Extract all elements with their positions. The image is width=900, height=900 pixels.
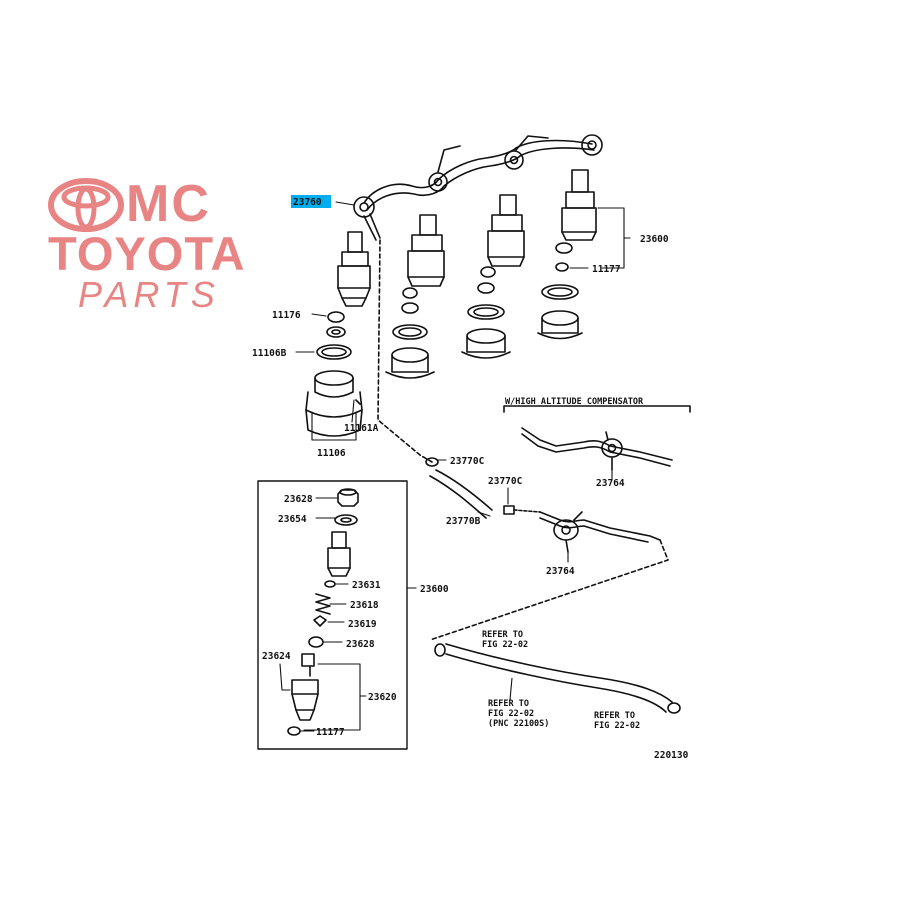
- injector-2: [385, 214, 445, 379]
- fuel-pipe-23764-upper: [521, 427, 673, 471]
- callout-11106B[interactable]: 11106B: [252, 348, 287, 359]
- note-high-altitude: W/HIGH ALTITUDE COMPENSATOR: [505, 397, 644, 407]
- note-refer-c-line2: FIG 22-02: [594, 721, 640, 731]
- note-refer-b-line3: (PNC 22100S): [488, 719, 549, 729]
- injector-3: [461, 194, 525, 359]
- note-refer-a-line1: REFER TO: [482, 630, 523, 640]
- callout-labels: 23760 23600 11177 11176 11106B 11161A 11…: [252, 197, 669, 738]
- callout-23624[interactable]: 23624: [262, 651, 291, 662]
- callout-11177-bot[interactable]: 11177: [316, 727, 345, 738]
- callout-11177-top[interactable]: 11177: [592, 264, 621, 275]
- note-refer-b-line2: FIG 22-02: [488, 709, 534, 719]
- callout-11176[interactable]: 11176: [272, 310, 301, 321]
- callout-23628-b[interactable]: 23628: [346, 639, 375, 650]
- fuel-pipe-23764-lower: [539, 511, 661, 553]
- callout-23600-top[interactable]: 23600: [640, 234, 669, 245]
- callout-23770C-b[interactable]: 23770C: [488, 476, 523, 487]
- diagram-notes: W/HIGH ALTITUDE COMPENSATOR REFER TO FIG…: [482, 397, 689, 761]
- fuel-hose-lower: [434, 643, 681, 714]
- toyota-emblem-icon: [48, 178, 124, 232]
- callout-23764-a[interactable]: 23764: [596, 478, 625, 489]
- logo-mc-text: MC: [126, 175, 211, 233]
- logo-parts-text: PARTS: [78, 274, 220, 315]
- injector-rear: [537, 169, 597, 340]
- callout-23770B[interactable]: 23770B: [446, 516, 481, 527]
- note-refer-b-line1: REFER TO: [488, 699, 529, 709]
- mc-toyota-parts-logo: MC TOYOTA PARTS: [48, 175, 245, 316]
- callout-11161A[interactable]: 11161A: [344, 423, 379, 434]
- callout-23628-a[interactable]: 23628: [284, 494, 313, 505]
- callout-11106[interactable]: 11106: [317, 448, 346, 459]
- figure-number: 220130: [654, 750, 689, 761]
- callout-23770C-a[interactable]: 23770C: [450, 456, 485, 467]
- injector-front: [305, 231, 371, 437]
- callout-23600-box[interactable]: 23600: [420, 584, 449, 595]
- callout-23618[interactable]: 23618: [350, 600, 379, 611]
- note-refer-a-line2: FIG 22-02: [482, 640, 528, 650]
- injector-exploded-parts: [287, 488, 359, 736]
- callout-23620[interactable]: 23620: [368, 692, 397, 703]
- note-refer-c-line1: REFER TO: [594, 711, 635, 721]
- highlight-23760: [291, 195, 331, 208]
- callout-23760[interactable]: 23760: [293, 197, 322, 208]
- callout-23619[interactable]: 23619: [348, 619, 377, 630]
- callout-23764-b[interactable]: 23764: [546, 566, 575, 577]
- logo-toyota-text: TOYOTA: [48, 227, 246, 280]
- callout-23654[interactable]: 23654: [278, 514, 307, 525]
- injection-pipe-assembly: [353, 134, 603, 241]
- callout-23631[interactable]: 23631: [352, 580, 381, 591]
- return-hose-23770B: [425, 457, 541, 519]
